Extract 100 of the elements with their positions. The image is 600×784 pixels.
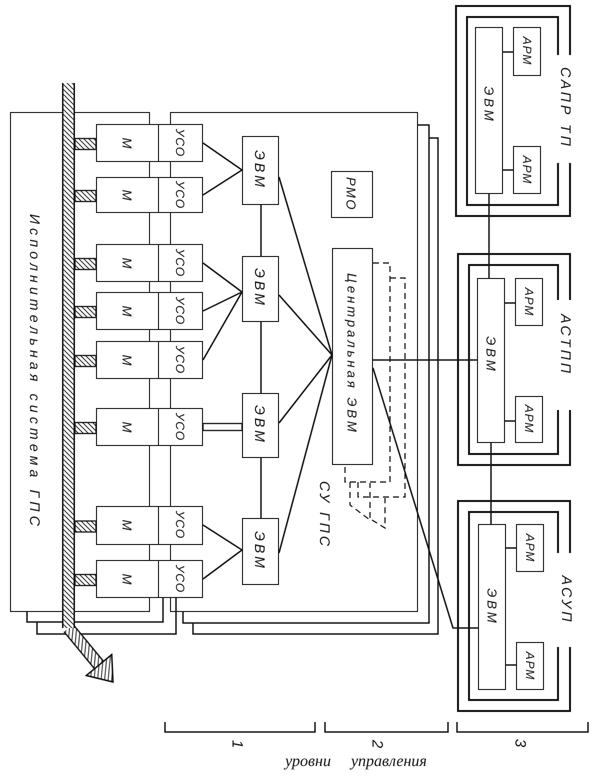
hatched-link	[74, 574, 97, 586]
workstation-box	[516, 642, 544, 690]
interface-box	[158, 292, 203, 330]
unit-label: ЭВМ	[252, 150, 266, 190]
connector-line	[202, 291, 242, 312]
interface-box	[158, 244, 203, 282]
unit-label: АРМ	[520, 155, 532, 184]
unit-label: М	[120, 354, 134, 365]
connector-line	[202, 142, 242, 171]
unit-label: АРМ	[522, 404, 534, 434]
connector-line	[372, 368, 478, 629]
unit-label: М	[120, 520, 134, 530]
connector-line	[506, 664, 516, 666]
unit-label: М	[120, 257, 134, 268]
frame-title: АСУП	[560, 576, 574, 624]
computer-box	[242, 136, 278, 204]
level-number: 1	[230, 740, 244, 748]
operator-station-box	[330, 170, 372, 218]
module-box	[96, 124, 159, 162]
connector-line	[505, 420, 515, 422]
frame-title: Исполнительная система ГПС	[28, 213, 42, 530]
unit-label: УСО	[174, 345, 186, 374]
connector-line	[202, 169, 242, 196]
connector-line	[278, 354, 333, 554]
unit-label: М	[120, 189, 134, 200]
unit-label: РМО	[344, 176, 358, 210]
hatched-link	[74, 306, 97, 318]
unit-label: АРМ	[524, 533, 536, 562]
hatched-link	[74, 138, 97, 150]
unit-label: УСО	[174, 248, 186, 277]
hatched-bar	[62, 83, 75, 628]
unit-label: УСО	[174, 510, 186, 540]
interface-box	[158, 177, 203, 213]
computer-box	[242, 256, 278, 322]
connector-line	[490, 443, 492, 524]
connector-line	[260, 322, 262, 393]
unit-label: АРМ	[522, 287, 534, 316]
computer-box	[477, 278, 505, 443]
computer-box	[475, 27, 503, 194]
unit-label: М	[120, 573, 134, 584]
computer-box	[242, 518, 278, 584]
connector-line	[202, 262, 242, 293]
unit-label: М	[120, 137, 134, 148]
workstation-box	[515, 278, 543, 326]
connector-line	[488, 194, 490, 278]
central-computer-box	[332, 248, 372, 464]
hatched-link	[74, 190, 97, 202]
connector-line	[505, 302, 515, 304]
level-number: 2	[370, 740, 384, 748]
unit-label: АРМ	[524, 651, 536, 680]
connector-line	[503, 169, 513, 171]
unit-label: УСО	[174, 412, 186, 441]
unit-label: ЭВМ	[484, 336, 497, 374]
level-caption: уровни управления	[285, 754, 427, 770]
frame-title: АСТПП	[559, 314, 573, 376]
workstation-box	[513, 146, 541, 194]
unit-label: ЭВМ	[482, 86, 495, 124]
workstation-box	[513, 27, 541, 76]
module-box	[96, 506, 159, 545]
unit-label: УСО	[174, 296, 186, 325]
unit-label: ЭВМ	[252, 530, 266, 570]
computer-box	[242, 392, 278, 458]
unit-label: ЭВМ	[252, 404, 266, 444]
interface-box	[158, 408, 203, 446]
unit-label: ЭВМ	[485, 588, 498, 626]
connector-line	[202, 549, 242, 580]
hatched-flow-arrow	[63, 624, 114, 683]
unit-label: Центральная ЭВМ	[345, 273, 358, 435]
interface-box	[158, 124, 203, 162]
unit-label: М	[120, 421, 134, 432]
module-box	[96, 560, 159, 598]
hatched-link	[74, 520, 97, 533]
interface-box	[158, 560, 203, 598]
connector-line	[202, 292, 243, 360]
module-box	[96, 244, 159, 282]
connector-line	[260, 458, 262, 518]
frame-title: СУ ГПС	[318, 480, 332, 549]
connector-line	[278, 354, 333, 424]
connector-line	[260, 205, 262, 256]
connector-line	[278, 294, 333, 356]
frame-title: САПР ТП	[559, 67, 573, 149]
module-box	[96, 292, 159, 330]
unit-label: АРМ	[520, 36, 532, 66]
module-box	[96, 341, 159, 379]
workstation-box	[516, 524, 544, 572]
unit-label: УСО	[174, 128, 186, 157]
workstation-box	[515, 396, 543, 443]
connector-line	[503, 51, 513, 53]
hatched-link	[74, 354, 97, 368]
connector-line	[373, 359, 477, 361]
interface-box	[158, 506, 203, 545]
unit-label: ЭВМ	[252, 268, 266, 308]
module-box	[96, 408, 159, 446]
unit-label: УСО	[174, 564, 186, 593]
interface-box	[158, 341, 203, 379]
unit-label: М	[120, 305, 134, 316]
hatched-link	[74, 422, 97, 434]
double-line-link	[202, 422, 243, 432]
connector-line	[202, 524, 242, 551]
module-box	[96, 177, 159, 213]
